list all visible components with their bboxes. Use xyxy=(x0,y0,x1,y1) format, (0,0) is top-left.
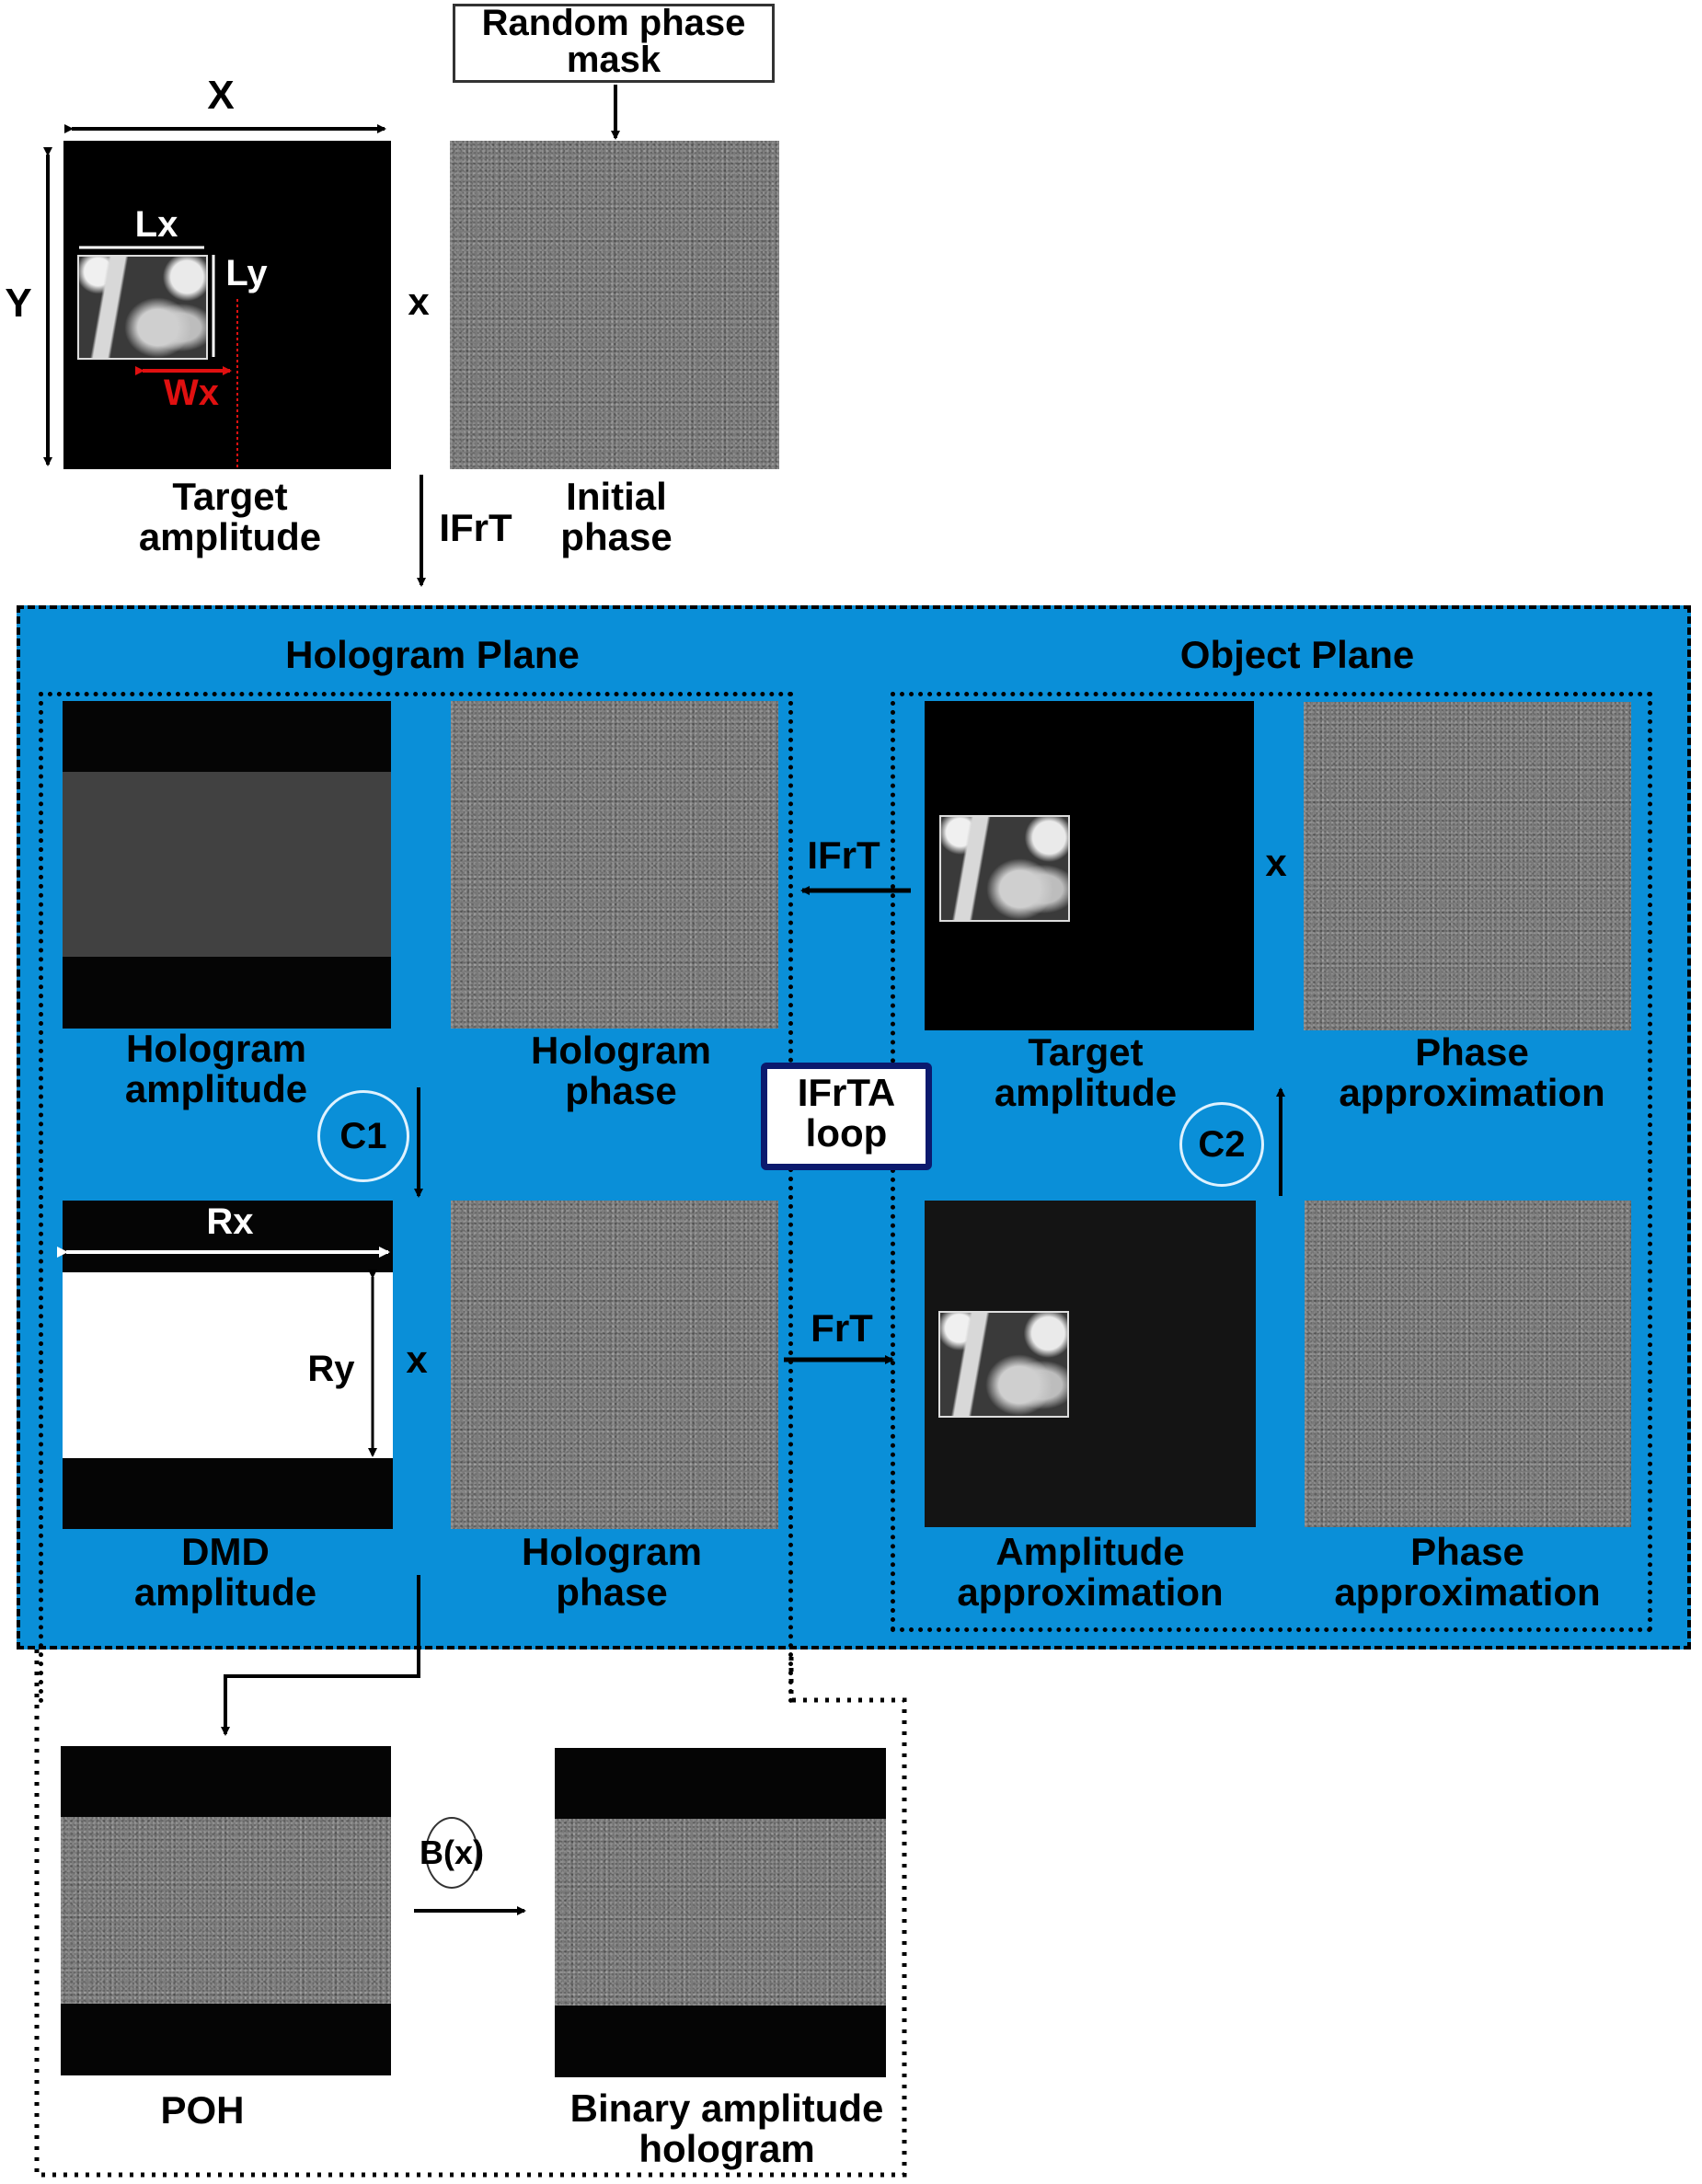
target-amplitude-image-object xyxy=(925,701,1254,1030)
phase-approximation-label-bottom: Phase approximation xyxy=(1334,1530,1601,1614)
binary-amplitude-hologram-label: Binary amplitude hologram xyxy=(569,2086,884,2170)
hologram-phase-label-top: Hologram phase xyxy=(530,1029,711,1112)
multiply-sign-right: x xyxy=(1265,841,1287,884)
target-amplitude-label-object: Target amplitude xyxy=(994,1030,1178,1114)
dimension-ry-label: Ry xyxy=(307,1349,355,1389)
ifrt-label-top: IFrT xyxy=(439,506,512,549)
peppers-photo xyxy=(939,815,1070,922)
multiply-sign-left: x xyxy=(406,1338,428,1381)
amplitude-approximation-label: Amplitude approximation xyxy=(957,1530,1224,1614)
frt-label-loop: FrT xyxy=(811,1306,873,1350)
binarization-function-badge: B(x) xyxy=(420,1817,484,1889)
object-plane-title: Object Plane xyxy=(1179,633,1415,676)
random-phase-mask-box: Random phase mask xyxy=(453,4,775,83)
hologram-amplitude-label: Hologram amplitude xyxy=(124,1027,308,1110)
random-phase-mask-label: Random phase mask xyxy=(481,3,746,80)
ifrt-label-loop: IFrT xyxy=(807,833,880,877)
poh-image xyxy=(61,1746,391,2075)
binary-amplitude-hologram-image xyxy=(555,1748,886,2077)
hologram-phase-label-bottom: Hologram phase xyxy=(521,1530,702,1614)
phase-approximation-image-bottom xyxy=(1305,1201,1631,1527)
peppers-photo xyxy=(938,1311,1069,1418)
dimension-x-label: X xyxy=(207,73,235,118)
peppers-photo xyxy=(77,255,208,360)
dimension-wx-label: Wx xyxy=(164,373,219,413)
dimension-ly-label: Ly xyxy=(225,253,268,293)
amplitude-approximation-image xyxy=(925,1201,1256,1527)
c1-constraint-badge: C1 xyxy=(317,1090,409,1182)
dimension-y-label: Y xyxy=(5,281,32,326)
ifrta-loop-label: IFrTA loop xyxy=(797,1071,896,1155)
c2-constraint-badge: C2 xyxy=(1179,1102,1264,1187)
hologram-plane-title: Hologram Plane xyxy=(285,633,580,676)
hologram-phase-image-bottom xyxy=(451,1201,778,1529)
ifrta-loop-box: IFrTA loop xyxy=(761,1063,932,1170)
phase-approximation-image-top xyxy=(1304,702,1631,1030)
phase-approximation-label-top: Phase approximation xyxy=(1339,1030,1605,1114)
dimension-lx-label: Lx xyxy=(134,204,178,245)
hologram-amplitude-image xyxy=(63,701,391,1029)
hologram-plane-box xyxy=(39,692,793,1704)
multiply-sign-top: x xyxy=(408,280,430,323)
target-amplitude-image-top xyxy=(63,141,391,469)
initial-phase-image xyxy=(450,141,779,469)
dmd-amplitude-label: DMD amplitude xyxy=(133,1530,317,1614)
target-amplitude-label-top: Target amplitude xyxy=(138,475,322,558)
dimension-rx-label: Rx xyxy=(206,1201,254,1242)
hologram-phase-image-top xyxy=(451,701,778,1029)
poh-label: POH xyxy=(160,2088,245,2132)
initial-phase-label: Initial phase xyxy=(560,475,673,558)
